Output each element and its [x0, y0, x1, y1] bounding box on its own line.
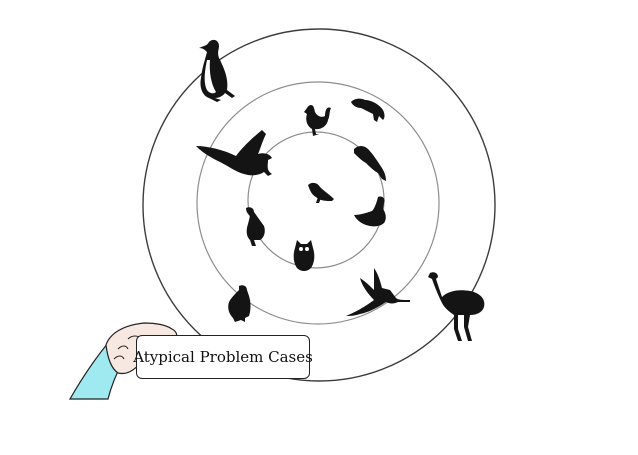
- pelican-icon: [246, 207, 265, 246]
- ostrich-icon: [428, 272, 485, 341]
- penguin-icon: [199, 39, 235, 102]
- eagle-icon: [196, 130, 272, 176]
- vulture-icon: [228, 285, 251, 322]
- parrot-icon: [354, 146, 386, 181]
- outer-ring: [142, 28, 496, 382]
- sparrow-icon: [308, 182, 334, 203]
- duck-icon: [354, 196, 386, 227]
- heron-icon: [346, 268, 410, 316]
- middle-ring: [196, 81, 440, 325]
- owl-icon: [293, 240, 315, 271]
- atypical-cases-label: Atypical Problem Cases: [133, 335, 313, 379]
- crow-icon: [351, 98, 385, 122]
- rooster-icon: [304, 105, 331, 136]
